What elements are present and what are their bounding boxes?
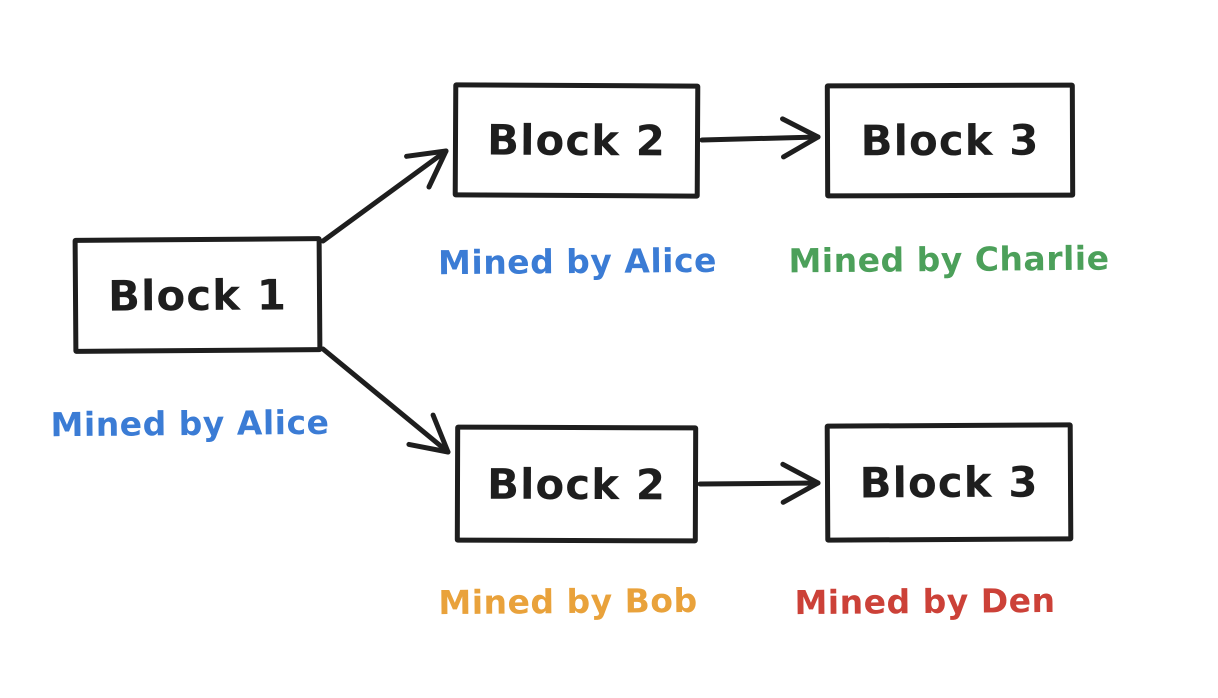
block-3-bottom-node: Block 3 <box>824 422 1074 543</box>
miner-label-block-2-top: Mined by Alice <box>437 240 718 283</box>
block-3-bottom-label: Block 3 <box>859 457 1039 508</box>
arrow-block1-to-block2-bottom <box>320 346 451 455</box>
miner-label-block-1: Mined by Alice <box>50 402 330 445</box>
miner-label-block-2-bottom: Mined by Bob <box>438 580 698 623</box>
block-2-bottom-node: Block 2 <box>454 424 699 544</box>
block-2-bottom-label: Block 2 <box>486 459 667 509</box>
miner-label-block-3-top: Mined by Charlie <box>788 238 1110 281</box>
block-1-label: Block 1 <box>107 269 288 321</box>
arrow-block1-to-block2-top <box>320 148 449 244</box>
block-3-top-node: Block 3 <box>824 82 1076 199</box>
miner-label-block-3-bottom: Mined by Den <box>794 580 1056 623</box>
block-3-top-label: Block 3 <box>860 115 1040 166</box>
block-1-node: Block 1 <box>72 236 323 354</box>
block-2-top-node: Block 2 <box>452 82 701 199</box>
arrow-block2-bottom-to-block3-bottom <box>697 461 821 505</box>
block-2-top-label: Block 2 <box>486 115 667 166</box>
arrow-block2-top-to-block3-top <box>699 116 821 160</box>
